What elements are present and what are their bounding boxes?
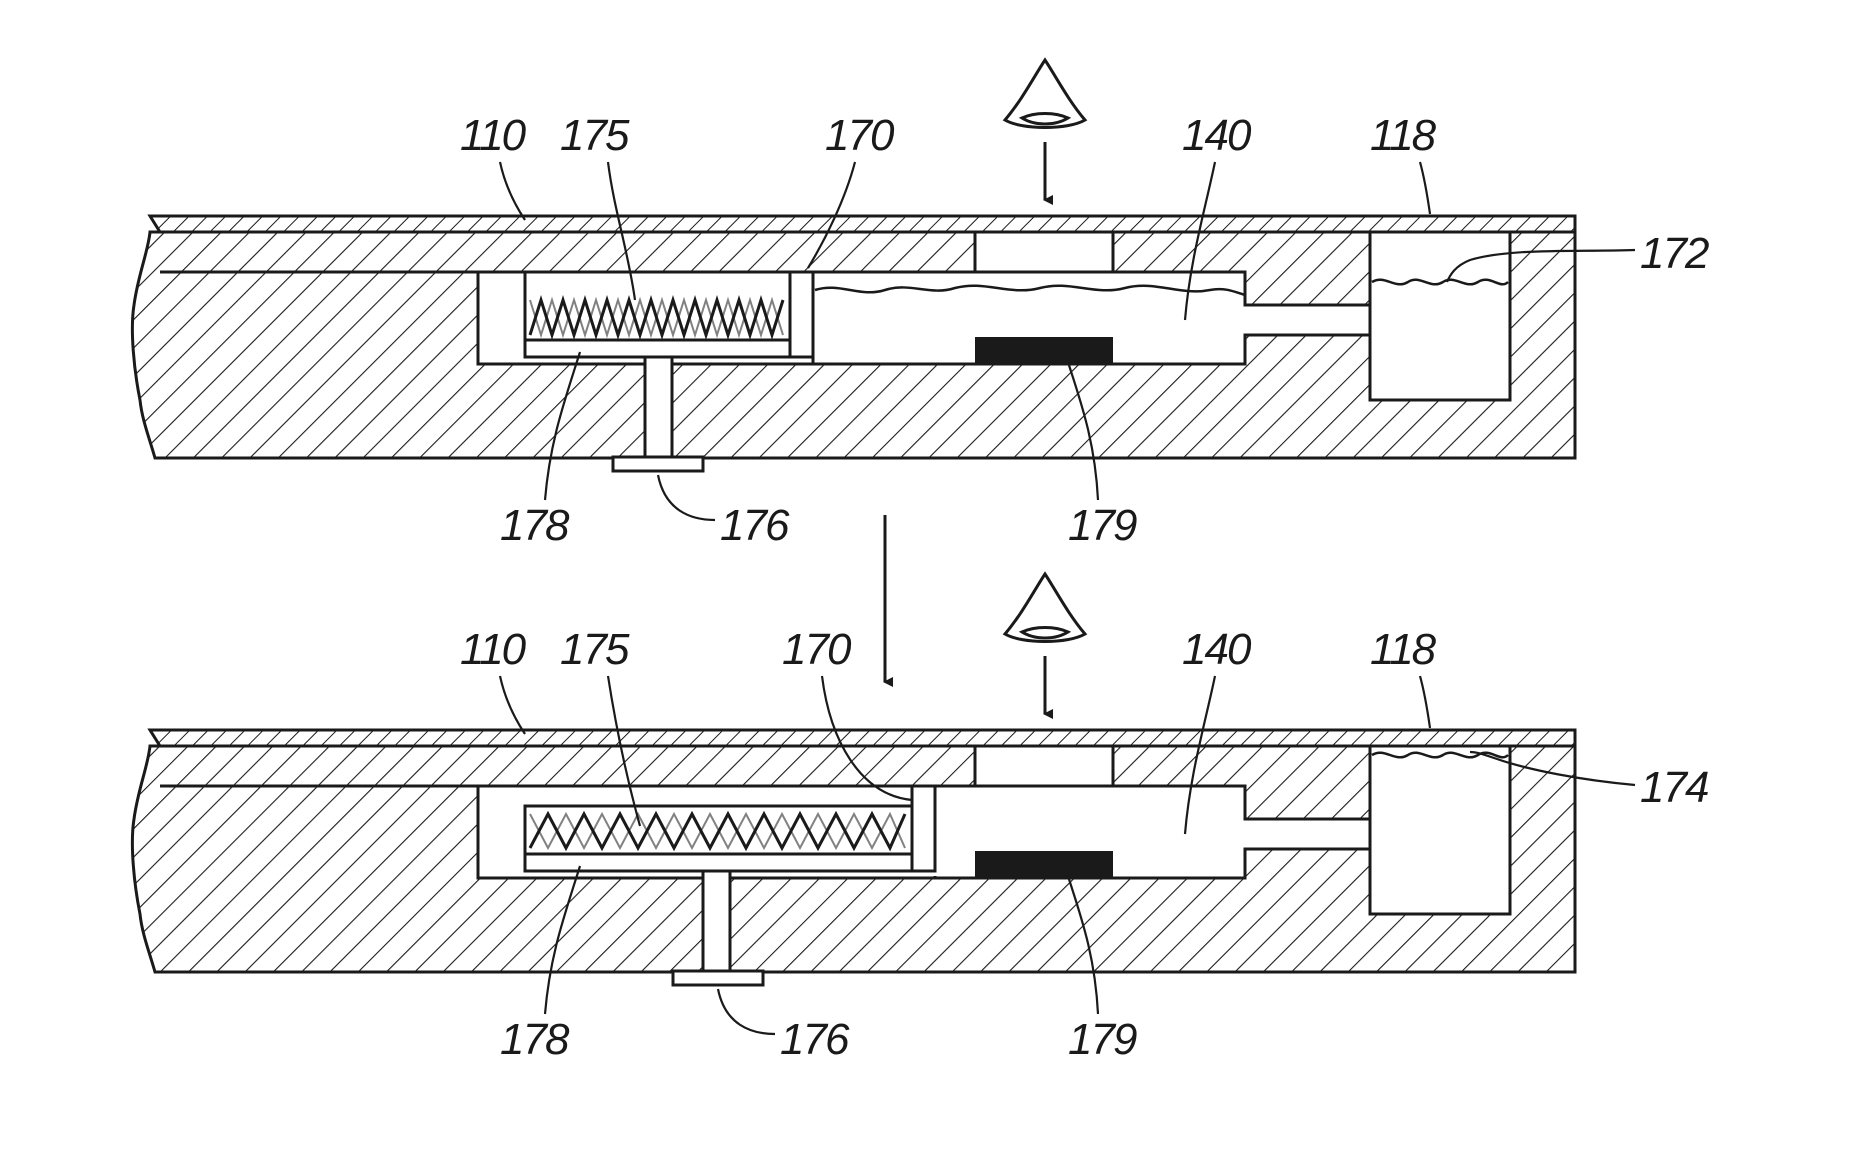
- top-label-140: 140: [1182, 111, 1252, 160]
- bottom-eye-icon: [1005, 574, 1085, 642]
- bottom-sensor-179: [975, 851, 1113, 879]
- top-plunger-stem: [645, 357, 672, 457]
- top-cover-layer: [150, 216, 1575, 232]
- top-piston-170: [790, 272, 813, 357]
- bottom-label-174: 174: [1640, 763, 1708, 812]
- top-viewing-window: [975, 232, 1113, 272]
- top-label-175: 175: [560, 111, 630, 160]
- top-plunger-button-176: [613, 457, 703, 471]
- bottom-label-178: 178: [500, 1015, 570, 1064]
- bottom-spring-plate-178: [525, 854, 912, 871]
- bottom-panel: 110 175 170 140 118 174 178 176 179: [132, 574, 1708, 1064]
- top-label-118: 118: [1370, 111, 1437, 160]
- bottom-label-175: 175: [560, 625, 630, 674]
- top-reservoir-118: [1370, 232, 1510, 400]
- top-spring-plate-178: [525, 340, 790, 357]
- top-label-179: 179: [1068, 501, 1137, 550]
- bottom-label-140: 140: [1182, 625, 1252, 674]
- bottom-label-179: 179: [1068, 1015, 1137, 1064]
- bottom-label-170: 170: [782, 625, 852, 674]
- bottom-plunger-stem: [703, 871, 730, 971]
- bottom-cover-layer: [150, 730, 1575, 746]
- bottom-reservoir-118: [1370, 746, 1510, 914]
- top-label-172: 172: [1640, 229, 1709, 278]
- bottom-label-118: 118: [1370, 625, 1437, 674]
- bottom-label-110: 110: [460, 625, 527, 674]
- bottom-piston-170: [912, 786, 935, 871]
- top-label-170: 170: [825, 111, 895, 160]
- top-panel: 110 175 170 140 118 172 178 176 179: [132, 60, 1709, 550]
- bottom-label-176: 176: [780, 1015, 850, 1064]
- top-eye-icon: [1005, 60, 1085, 128]
- top-label-176: 176: [720, 501, 790, 550]
- top-label-178: 178: [500, 501, 570, 550]
- bottom-viewing-window: [975, 746, 1113, 786]
- top-label-110: 110: [460, 111, 527, 160]
- bottom-plunger-button-176: [673, 971, 763, 985]
- top-sensor-179: [975, 337, 1113, 365]
